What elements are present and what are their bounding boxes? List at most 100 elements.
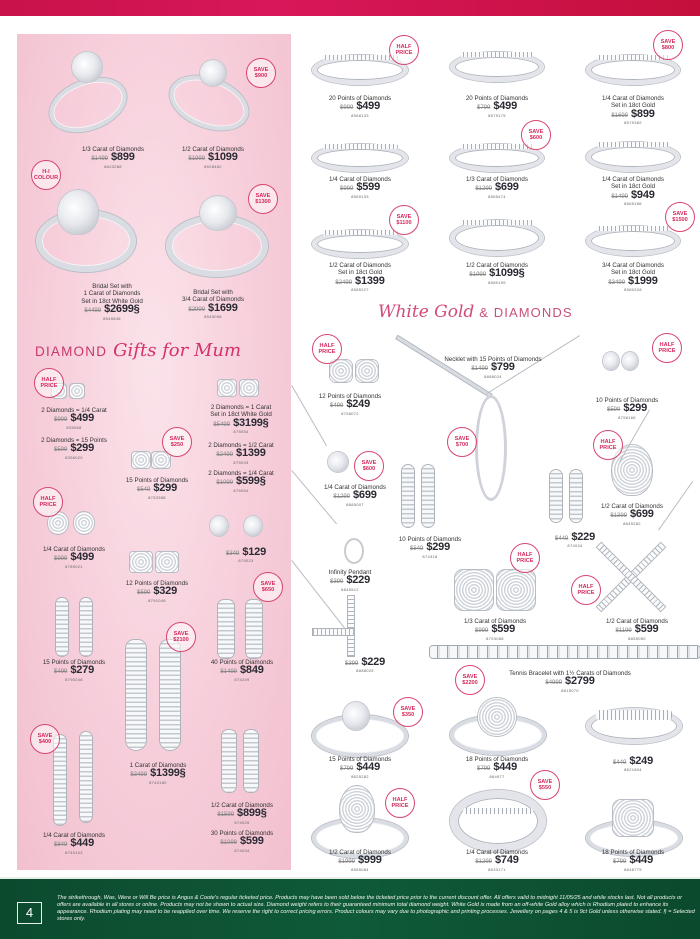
- product-card[interactable]: 1/4 Carat of Diamonds $849$449 8740103: [28, 832, 120, 855]
- sale-price: $499: [356, 100, 381, 113]
- title-script: White Gold: [378, 302, 475, 322]
- product-card[interactable]: 18 Points of Diamonds $799$449 864977: [442, 756, 552, 779]
- product-card[interactable]: 1/4 Carat of Diamonds $1299$749 8633171: [442, 849, 552, 872]
- product-card[interactable]: 1/2 Carat of Diamonds $1999$999 8565084: [305, 849, 415, 872]
- was-price: $1299: [475, 186, 492, 193]
- product-card[interactable]: 1/4 Carat of Diamonds $999$599 8569133: [305, 176, 415, 199]
- product-card[interactable]: 1 Carat of Diamonds $3499$1399§ 8740180: [108, 762, 208, 785]
- sale-price: $1399: [236, 447, 266, 460]
- was-price: $349: [225, 551, 240, 557]
- product-card[interactable]: 1/3 Carat of Diamonds $1299$699 8565474: [442, 176, 552, 199]
- sale-price: $499: [70, 412, 95, 425]
- sale-price: $449: [70, 837, 95, 850]
- sale-price: $749: [495, 854, 519, 867]
- earring-image: [152, 452, 170, 468]
- product-card[interactable]: 20 Points of Diamonds $799$499 8579175: [442, 95, 552, 118]
- product-card[interactable]: Infinity Pendant $399$229 8845512: [310, 569, 390, 592]
- product-sku: 835068: [66, 424, 82, 430]
- hoop-earring-image: [246, 600, 262, 658]
- product-name: 2 Diamonds = 1 Carat: [210, 404, 272, 411]
- band-ring-image: [312, 144, 408, 172]
- sale-price: $1099§: [489, 267, 525, 280]
- diamond-cluster-image: [72, 52, 102, 82]
- product-name: 10 Points of Diamonds: [398, 536, 462, 543]
- product-name: 12 Points of Diamonds: [125, 580, 189, 587]
- product-card[interactable]: 1/2 Carat of Diamonds Set in 18ct Gold $…: [305, 262, 415, 292]
- product-card[interactable]: 20 Points of Diamonds $999$499 8568133: [305, 95, 415, 118]
- sale-price: $599: [356, 181, 381, 194]
- product-sku: 8623288: [104, 163, 122, 169]
- band-ring-image: [586, 226, 680, 256]
- product-sku: 874034: [567, 543, 583, 549]
- product-card[interactable]: 1/3 Carat of Diamonds $1499$899 8623288: [58, 146, 168, 169]
- earring-image: [455, 570, 493, 610]
- product-card[interactable]: 1/2 Carat of Diamonds $1999$1099 8928462: [158, 146, 268, 169]
- was-price: $999: [53, 556, 68, 563]
- band-ring-image: [450, 52, 544, 82]
- product-name: 1 Carat of Diamonds: [83, 290, 141, 298]
- product-card[interactable]: 15 Points of Diamonds $799$449 8625282: [305, 756, 415, 779]
- product-card[interactable]: Bridal Set with 1 Carat of Diamonds Set …: [52, 283, 172, 321]
- product-card[interactable]: $449$229 874034: [540, 532, 610, 549]
- save-badge: SAVE$1500: [665, 202, 695, 232]
- product-card[interactable]: 2 Diamonds = 15 Points $599$299 8356020: [28, 437, 120, 460]
- product-card[interactable]: 1/2 Carat of Diamonds $1599$899§ 874025: [196, 802, 288, 825]
- product-card[interactable]: 10 Points of Diamonds $599$299 8758166: [577, 397, 677, 420]
- product-name: 2 Diamonds = 1/2 Carat: [208, 442, 274, 449]
- product-card[interactable]: 15 Points of Diamonds $499$279 8790248: [28, 659, 120, 682]
- product-card[interactable]: 1/4 Carat of Diamonds Set in 18ct Gold $…: [578, 95, 688, 125]
- hoop-earring-image: [126, 640, 146, 750]
- product-card[interactable]: 2 Diamonds = 1/4 Carat $999$499 835068: [28, 407, 120, 430]
- product-card[interactable]: Necklet with 15 Points of Diamonds $1499…: [428, 356, 558, 379]
- product-card[interactable]: 1/2 Carat of Diamonds $1199$599 8855050: [587, 618, 687, 641]
- product-name: 40 Points of Diamonds: [210, 659, 274, 666]
- hoop-earring-image: [160, 640, 180, 750]
- product-card[interactable]: 1/4 Carat of Diamonds $1299$699 8885007: [305, 484, 405, 507]
- product-name: 1/2 Carat of Diamonds: [211, 802, 273, 809]
- was-price: $399: [329, 579, 344, 586]
- was-price: $1499: [611, 193, 628, 200]
- product-card[interactable]: 15 Points of Diamonds $549$299 8753388: [112, 477, 202, 500]
- sale-price: $1999: [628, 274, 658, 287]
- product-card[interactable]: 12 Points of Diamonds $499$249 8758072: [300, 393, 400, 416]
- product-card[interactable]: $449$249 8621804: [578, 756, 688, 773]
- sale-price: $2699§: [104, 303, 140, 316]
- product-sku: 874025: [234, 819, 250, 825]
- product-card[interactable]: $349$129 879023: [206, 546, 286, 564]
- product-card[interactable]: $399$229 8888025: [330, 657, 400, 674]
- product-card[interactable]: 30 Points of Diamonds $1099$599 874034: [196, 830, 288, 853]
- sale-price: $699: [353, 489, 377, 502]
- product-card[interactable]: 1/4 Carat of Diamonds $999$499 8789021: [28, 546, 120, 569]
- save-badge: SAVE$550: [530, 770, 560, 800]
- infinity-pendant-image: [478, 398, 504, 498]
- sale-price: $1699: [208, 301, 238, 314]
- sale-price: $449: [493, 761, 518, 774]
- sale-price: $249: [346, 398, 371, 411]
- product-card[interactable]: 10 Points of Diamonds $549$299 874318: [380, 536, 480, 559]
- sale-price: $3199§: [233, 416, 269, 429]
- product-name: 1/4 Carat of Diamonds: [329, 176, 391, 183]
- sale-price: $129: [242, 546, 267, 558]
- sale-price: $999: [358, 854, 382, 867]
- product-card[interactable]: 1/2 Carat of Diamonds $1999$1099§ 858019…: [442, 262, 552, 285]
- product-card[interactable]: Tennis Bracelet with 1½ Carats of Diamon…: [495, 670, 645, 693]
- product-card[interactable]: 1/3 Carat of Diamonds $999$599 8793088: [445, 618, 545, 641]
- product-sku: 8356020: [65, 454, 83, 460]
- product-card[interactable]: 40 Points of Diamonds $1499$849 874249: [196, 659, 288, 682]
- product-card[interactable]: 12 Points of Diamonds $599$329 8791048: [112, 580, 202, 603]
- halo-diamond-image: [613, 800, 653, 836]
- product-card[interactable]: 18 Points of Diamonds $799$449 8648779: [578, 849, 688, 872]
- product-card[interactable]: 1/4 Carat of Diamonds Set in 18ct Gold $…: [578, 176, 688, 206]
- was-price: $799: [476, 105, 491, 112]
- product-sku: 864977: [489, 773, 505, 779]
- product-card[interactable]: 2 Diamonds = 1 Carat Set in 18ct White G…: [196, 404, 286, 434]
- product-card[interactable]: 2 Diamonds = 1/2 Carat $2499$1399 875033: [196, 442, 286, 465]
- product-card[interactable]: 3/4 Carat of Diamonds Set in 18ct Gold $…: [578, 262, 688, 292]
- hoop-earring-image: [244, 730, 258, 792]
- product-card[interactable]: 2 Diamonds = 1/4 Carat $1099$599§ 875064: [196, 470, 286, 493]
- product-card[interactable]: 1/2 Carat of Diamonds $1399$699 8845282: [582, 503, 682, 526]
- product-sku: 8545058: [204, 314, 222, 320]
- product-card[interactable]: Bridal Set with 3/4 Carat of Diamonds $2…: [158, 289, 268, 319]
- product-name: 15 Points of Diamonds: [42, 659, 106, 666]
